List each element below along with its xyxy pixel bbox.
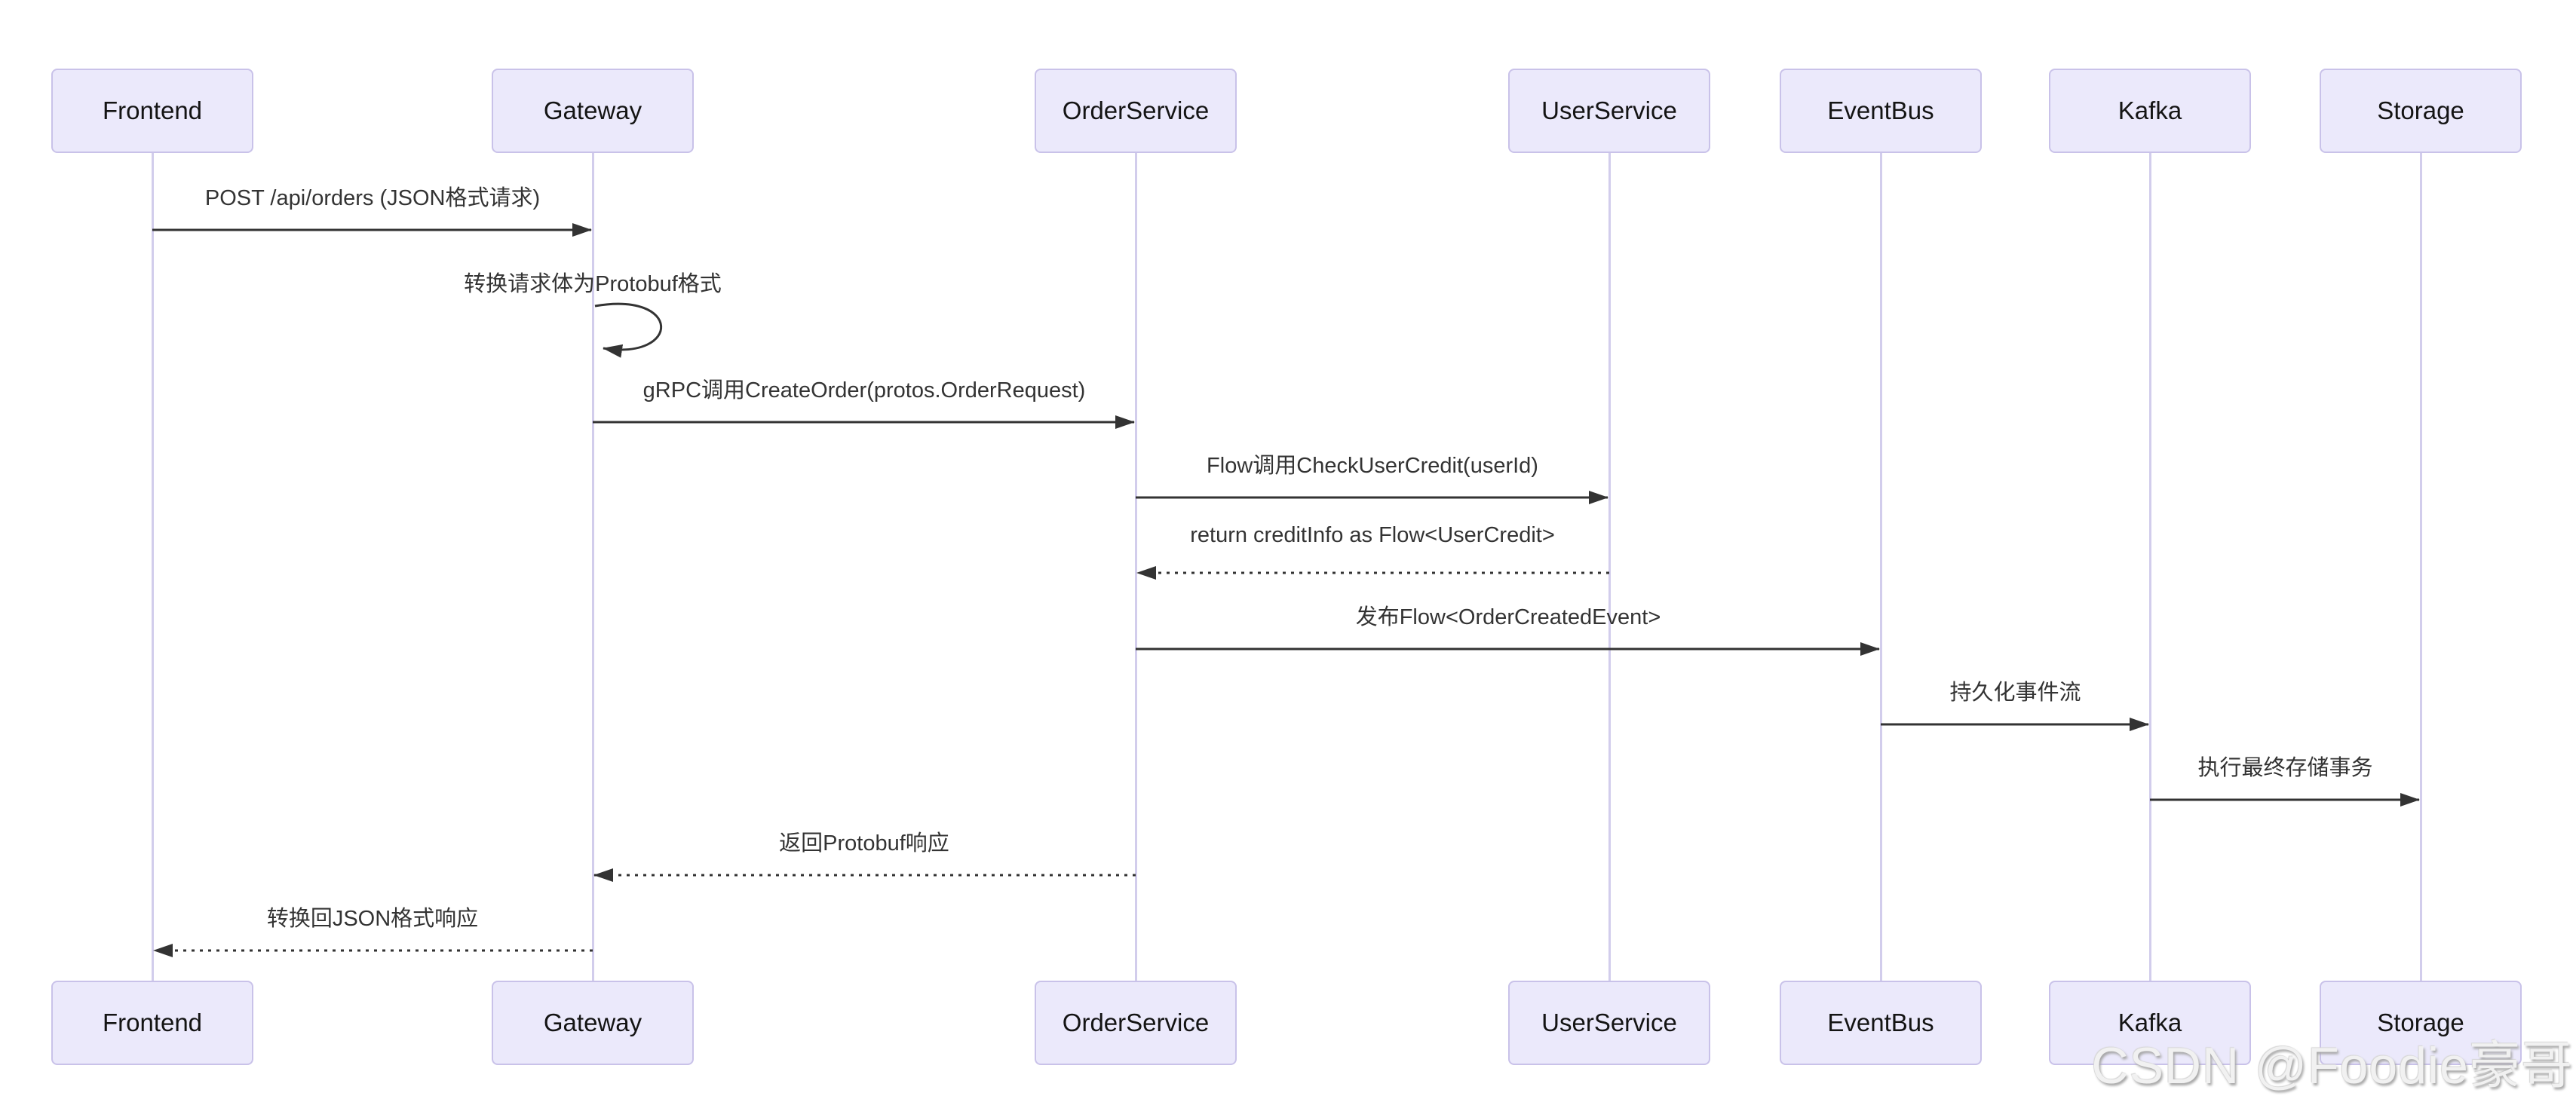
- message-label-7: 执行最终存储事务: [2197, 756, 2373, 780]
- participant-userservice-top: UserService: [1508, 69, 1710, 153]
- message-label-0: POST /api/orders (JSON格式请求): [204, 186, 541, 210]
- participant-label: Kafka: [2118, 1009, 2182, 1036]
- participant-label: Gateway: [543, 1009, 642, 1036]
- participant-label: UserService: [1541, 96, 1677, 124]
- participant-frontend-bottom: Frontend: [51, 981, 253, 1065]
- lifeline-userservice: [1608, 153, 1611, 981]
- participant-label: Frontend: [102, 1009, 203, 1036]
- message-label-3: Flow调用CheckUserCredit(userId): [1207, 454, 1538, 478]
- lifeline-eventbus: [1879, 153, 1882, 981]
- participant-label: OrderService: [1062, 1009, 1210, 1036]
- lifeline-storage: [2419, 153, 2422, 981]
- participant-eventbus-bottom: EventBus: [1780, 981, 1982, 1065]
- lifeline-kafka: [2148, 153, 2151, 981]
- participant-label: Storage: [2377, 96, 2464, 124]
- message-label-9: 转换回JSON格式响应: [266, 907, 479, 931]
- participant-kafka-top: Kafka: [2049, 69, 2251, 153]
- lifeline-orderservice: [1134, 153, 1137, 981]
- participant-frontend-top: Frontend: [51, 69, 253, 153]
- message-label-4: return creditInfo as Flow<UserCredit>: [1190, 523, 1555, 547]
- participant-label: Storage: [2377, 1009, 2464, 1036]
- participant-storage-bottom: Storage: [2320, 981, 2522, 1065]
- participant-gateway-bottom: Gateway: [492, 981, 694, 1065]
- participant-orderservice-bottom: OrderService: [1035, 981, 1237, 1065]
- participant-kafka-bottom: Kafka: [2049, 981, 2251, 1065]
- participant-userservice-bottom: UserService: [1508, 981, 1710, 1065]
- participant-label: Frontend: [102, 96, 203, 124]
- participant-gateway-top: Gateway: [492, 69, 694, 153]
- participant-label: OrderService: [1062, 96, 1210, 124]
- csdn-watermark: CSDN @Foodie豪哥: [2091, 1037, 2573, 1094]
- participant-label: EventBus: [1827, 1009, 1934, 1036]
- participant-label: Gateway: [543, 96, 642, 124]
- participant-label: UserService: [1541, 1009, 1677, 1036]
- participant-eventbus-top: EventBus: [1780, 69, 1982, 153]
- message-label-6: 持久化事件流: [1949, 681, 2081, 705]
- participant-label: Kafka: [2118, 96, 2182, 124]
- message-label-5: 发布Flow<OrderCreatedEvent>: [1355, 605, 1661, 629]
- message-label-8: 返回Protobuf响应: [779, 831, 949, 856]
- lifeline-gateway: [591, 153, 594, 981]
- self-message-arrow-1: [594, 302, 663, 358]
- participant-storage-top: Storage: [2320, 69, 2522, 153]
- participant-orderservice-top: OrderService: [1035, 69, 1237, 153]
- participant-label: EventBus: [1827, 96, 1934, 124]
- message-label-2: gRPC调用CreateOrder(protos.OrderRequest): [642, 378, 1086, 403]
- lifeline-frontend: [151, 153, 154, 981]
- message-label-1: 转换请求体为Protobuf格式: [464, 272, 722, 296]
